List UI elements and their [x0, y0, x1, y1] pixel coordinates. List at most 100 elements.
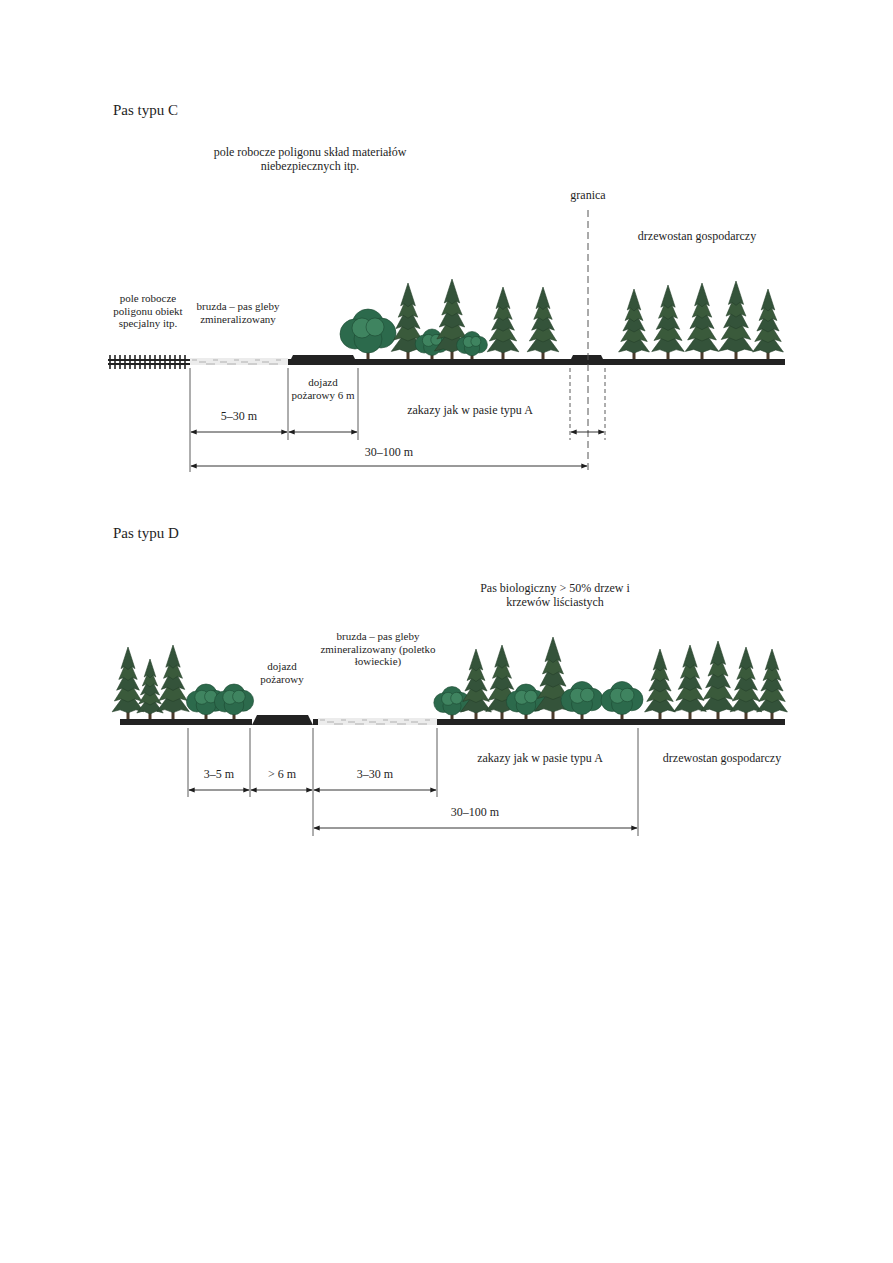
soil-streak [199, 362, 206, 363]
dimension-arrow [289, 432, 357, 433]
conifer-tier [653, 649, 667, 671]
mineral-strip-ground [190, 358, 288, 365]
dimension-value: 3–5 m [204, 768, 234, 782]
conifer-tier [121, 647, 135, 670]
mineral-strip [190, 358, 288, 365]
soil-streak [411, 722, 418, 723]
restriction-note: zakazy jak w pasie typu A [477, 752, 603, 766]
conifer-tier [627, 289, 641, 311]
soil-streak [355, 724, 364, 725]
dimension-arrow [189, 790, 249, 791]
deciduous-tree [601, 682, 643, 720]
conifer-tree [701, 641, 735, 719]
dimension-arrow [571, 432, 604, 433]
rail-tie [119, 355, 121, 369]
tree-crown [471, 336, 481, 346]
soil-streak [320, 720, 325, 721]
rail-tie [159, 355, 161, 369]
restriction-note: zakazy jak w pasie typu A [407, 404, 533, 418]
soil-streak [206, 364, 215, 365]
ground-line [288, 359, 785, 365]
road-label: dojazd pożarowy 6 m [291, 376, 355, 401]
conifer-tier [469, 649, 483, 671]
conifer-tier [496, 287, 510, 310]
conifer-tier [536, 287, 550, 310]
soil-streak [262, 362, 269, 363]
soil-streak [220, 362, 227, 363]
soil-streak [341, 720, 346, 721]
deciduous-tree [506, 684, 545, 719]
rail-tie [184, 355, 186, 369]
extension-line [188, 728, 189, 797]
conifer-tier [728, 281, 743, 305]
dimension-arrow [314, 790, 436, 791]
zone-note: Pas biologiczny > 50% drzew i krzewów li… [465, 582, 645, 610]
extension-line [190, 440, 191, 472]
rail-tie [169, 355, 171, 369]
conifer-tier [401, 283, 416, 307]
strip-label: bruzda – pas gleby zmineralizowany [193, 300, 283, 325]
ground-line [313, 719, 318, 725]
soil-streak [425, 720, 430, 721]
rail-tie [124, 355, 126, 369]
soil-streak [241, 362, 248, 363]
soil-streak [383, 720, 388, 721]
dimension-value: 3–30 m [357, 768, 393, 782]
rail-tie [129, 355, 131, 369]
extension-line [190, 368, 191, 440]
conifer-tree [652, 285, 685, 359]
soil-streak [192, 360, 197, 361]
conifer-tree [487, 287, 519, 359]
dimension-arrow [314, 828, 637, 829]
conifer-tree [645, 649, 676, 719]
zone-note: pole robocze poligonu skład materiałów n… [205, 146, 415, 174]
dimension-value: 30–100 m [365, 446, 413, 460]
tree-crown [581, 688, 595, 702]
extension-line [638, 728, 639, 836]
conifer-tier [739, 647, 753, 670]
conifer-tier [144, 659, 156, 678]
extension-line [605, 368, 606, 440]
conifer-tree [619, 289, 650, 359]
conifer-tree [719, 281, 753, 359]
rail-tie [154, 355, 156, 369]
dimension-value: > 6 m [268, 768, 296, 782]
section-heading: Pas typu D [113, 525, 179, 542]
rail-tie [174, 355, 176, 369]
dimension-value: 30–100 m [451, 806, 499, 820]
soil-streak [269, 364, 278, 365]
conifer-tier [695, 283, 710, 307]
conifer-tier [710, 641, 725, 665]
conifer-tier [444, 279, 459, 304]
conifer-tier [545, 637, 561, 663]
mineral-strip [318, 718, 437, 725]
conifer-tree [757, 649, 788, 719]
deciduous-tree [561, 682, 603, 720]
soil-streak [248, 364, 257, 365]
ground-line [120, 719, 252, 725]
rail-tie [134, 355, 136, 369]
rail-tie [109, 355, 111, 369]
soil-streak [227, 364, 236, 365]
conifer-tree [753, 289, 784, 359]
tree-crown [233, 690, 246, 703]
section-heading: Pas typu C [113, 102, 178, 119]
extension-line [313, 728, 314, 836]
deciduous-tree [340, 309, 396, 359]
conifer-tree [674, 645, 707, 719]
extension-line [288, 368, 289, 440]
conifer-tier [683, 645, 697, 668]
soil-streak [213, 360, 218, 361]
soil-streak [418, 724, 427, 725]
extension-line [437, 728, 438, 797]
training-ground-symbol [108, 355, 190, 369]
soil-streak [327, 722, 334, 723]
ground-line [437, 719, 785, 725]
deciduous-tree [214, 684, 253, 719]
strip-label: bruzda – pas gleby zmineralizowany (pole… [320, 630, 436, 668]
conifer-tree [730, 647, 762, 719]
soil-streak [255, 360, 260, 361]
soil-streak [334, 724, 343, 725]
stand-label: drzewostan gospodarczy [638, 230, 756, 244]
